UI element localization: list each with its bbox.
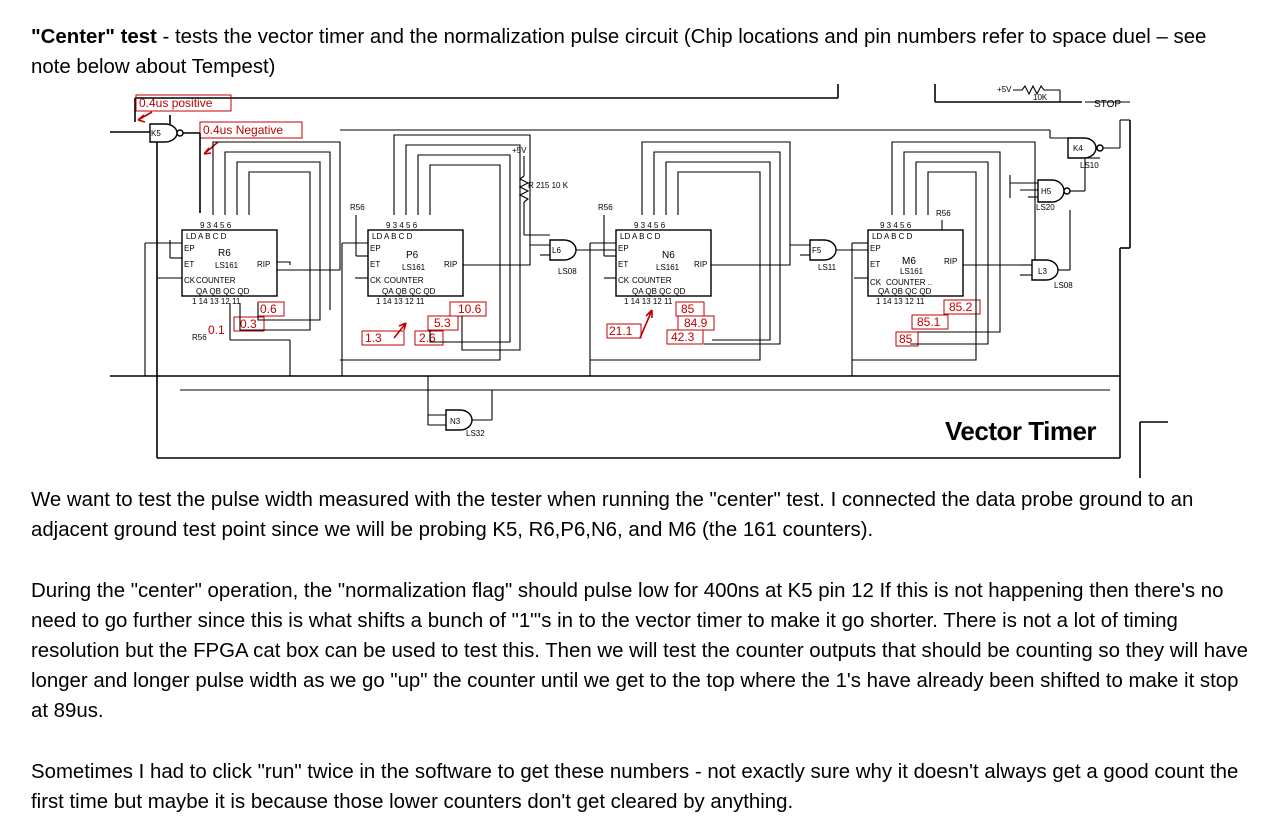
r6-ck: CK bbox=[184, 276, 196, 285]
gate-f5-label: F5 bbox=[812, 246, 822, 255]
p6-ep: EP bbox=[370, 244, 381, 253]
m6-counter-label: COUNTER .. bbox=[886, 278, 932, 287]
r6-name: R6 bbox=[218, 248, 231, 259]
r6-reading-qd: 0.6 bbox=[260, 302, 277, 316]
n6-name: N6 bbox=[662, 250, 675, 261]
n6-counter-label: COUNTER bbox=[632, 276, 672, 285]
paragraph-2: During the "center" operation, the "norm… bbox=[31, 580, 1248, 722]
resistor-10k: 10K bbox=[1033, 93, 1048, 102]
gate-n3-part: LS32 bbox=[466, 429, 485, 438]
r6-part: LS161 bbox=[215, 261, 239, 270]
r6-reading-qc: 0.3 bbox=[240, 317, 257, 331]
stop-label: STOP bbox=[1094, 99, 1121, 110]
annotation-negative: 0.4us Negative bbox=[203, 123, 283, 137]
n6-et: ET bbox=[618, 260, 628, 269]
paragraph-1: We want to test the pulse width measured… bbox=[31, 489, 1194, 541]
m6-et: ET bbox=[870, 260, 880, 269]
doc-title-rest: - tests the vector timer and the normali… bbox=[31, 26, 1207, 78]
r6-abcd: LD A B C D bbox=[186, 232, 227, 241]
p6-name: P6 bbox=[406, 250, 419, 261]
r6-counter-label: COUNTER bbox=[196, 276, 236, 285]
r6-reading-qb: 0.1 bbox=[208, 323, 225, 337]
gate-h5-part: LS20 bbox=[1036, 203, 1055, 212]
p6-bottom-pins: 1 14 13 12 11 bbox=[376, 297, 425, 306]
counter-n6: 9 3 4 5 6 LD A B C D N6 LS161 EP ET RIP … bbox=[606, 221, 715, 345]
gate-l6-part: LS08 bbox=[558, 267, 577, 276]
n6-ep: EP bbox=[618, 244, 629, 253]
p6-top-pins: 9 3 4 5 6 bbox=[386, 221, 418, 230]
m6-ep: EP bbox=[870, 244, 881, 253]
gate-l3-part: LS08 bbox=[1054, 281, 1073, 290]
r56-label-2: R56 bbox=[598, 203, 613, 212]
resistor-r215: R 215 10 K bbox=[528, 181, 569, 190]
annotation-positive: 0.4us positive bbox=[139, 96, 213, 110]
doc-title-paragraph: "Center" test - tests the vector timer a… bbox=[31, 22, 1251, 82]
n6-top-pins: 9 3 4 5 6 bbox=[634, 221, 666, 230]
r6-et: ET bbox=[184, 260, 194, 269]
n6-reading-qd: 85 bbox=[681, 302, 695, 316]
r6-ep: EP bbox=[184, 244, 195, 253]
m6-rip: RIP bbox=[944, 257, 957, 266]
p6-q-outputs: QA QB QC QD bbox=[382, 287, 436, 296]
n6-part: LS161 bbox=[656, 263, 680, 272]
gate-k5-label: K5 bbox=[151, 129, 161, 138]
paragraph-3: Sometimes I had to click "run" twice in … bbox=[31, 761, 1239, 813]
n6-abcd: LD A B C D bbox=[620, 232, 661, 241]
n6-q-outputs: QA QB QC QD bbox=[632, 287, 686, 296]
p6-reading-qa: 1.3 bbox=[365, 331, 382, 345]
m6-abcd: LD A B C D bbox=[872, 232, 913, 241]
n6-ck: CK bbox=[618, 276, 630, 285]
plus5v-top-label: +5V bbox=[997, 85, 1012, 94]
m6-reading-qb: 85 bbox=[899, 332, 913, 346]
gate-k4-part: LS10 bbox=[1080, 161, 1099, 170]
m6-name: M6 bbox=[902, 256, 916, 267]
p6-abcd: LD A B C D bbox=[372, 232, 413, 241]
m6-reading-qd: 85.2 bbox=[949, 300, 973, 314]
n6-rip: RIP bbox=[694, 260, 707, 269]
p6-reading-qc: 5.3 bbox=[434, 316, 451, 330]
counter-m6: 9 3 4 5 6 LD A B C D M6 LS161 EP ET RIP … bbox=[867, 209, 981, 347]
p6-et: ET bbox=[370, 260, 380, 269]
r6-top-pins: 9 3 4 5 6 bbox=[200, 221, 232, 230]
schematic-title: Vector Timer bbox=[945, 416, 1096, 446]
gate-h5-label: H5 bbox=[1041, 187, 1052, 196]
gate-k4-label: K4 bbox=[1073, 144, 1083, 153]
vector-timer-schematic: 0.4us positive 0.4us Negative K5 9 3 4 5… bbox=[110, 84, 1168, 478]
p6-ck: CK bbox=[370, 276, 382, 285]
n6-reading-qb: 42.3 bbox=[671, 330, 695, 344]
n6-bottom-pins: 1 14 13 12 11 bbox=[624, 297, 673, 306]
r6-r56: R56 bbox=[192, 333, 207, 342]
m6-bottom-pins: 1 14 13 12 11 bbox=[876, 297, 925, 306]
p6-reading-qb: 2.6 bbox=[419, 331, 436, 345]
m6-top-pins: 9 3 4 5 6 bbox=[880, 221, 912, 230]
m6-reading-qc: 85.1 bbox=[917, 315, 941, 329]
n6-reading-qa: 21.1 bbox=[609, 324, 633, 338]
p6-counter-label: COUNTER bbox=[384, 276, 424, 285]
gate-l3-label: L3 bbox=[1038, 267, 1047, 276]
r6-bottom-pins: 1 14 13 12 11 bbox=[192, 297, 241, 306]
m6-q-outputs: QA QB QC QD bbox=[878, 287, 932, 296]
m6-part: LS161 bbox=[900, 267, 924, 276]
doc-title-bold: "Center" test bbox=[31, 26, 157, 48]
counter-p6: 9 3 4 5 6 LD A B C D P6 LS161 EP ET RIP … bbox=[361, 221, 487, 346]
r6-q-outputs: QA QB QC QD bbox=[196, 287, 250, 296]
r56-label-1: R56 bbox=[350, 203, 365, 212]
r56-label-3: R56 bbox=[936, 209, 951, 218]
gate-f5-part: LS11 bbox=[818, 263, 837, 272]
p6-part: LS161 bbox=[402, 263, 426, 272]
m6-ck: CK bbox=[870, 278, 882, 287]
n6-reading-qc: 84.9 bbox=[684, 316, 708, 330]
p6-rip: RIP bbox=[444, 260, 457, 269]
r6-rip: RIP bbox=[257, 260, 270, 269]
counter-r6: 9 3 4 5 6 LD A B C D R6 LS161 EP ET RIP … bbox=[181, 221, 285, 342]
p6-reading-qd: 10.6 bbox=[458, 302, 482, 316]
gate-l6-label: L6 bbox=[552, 246, 561, 255]
gate-n3-label: N3 bbox=[450, 417, 461, 426]
plus5v-label: +5V bbox=[512, 146, 527, 155]
